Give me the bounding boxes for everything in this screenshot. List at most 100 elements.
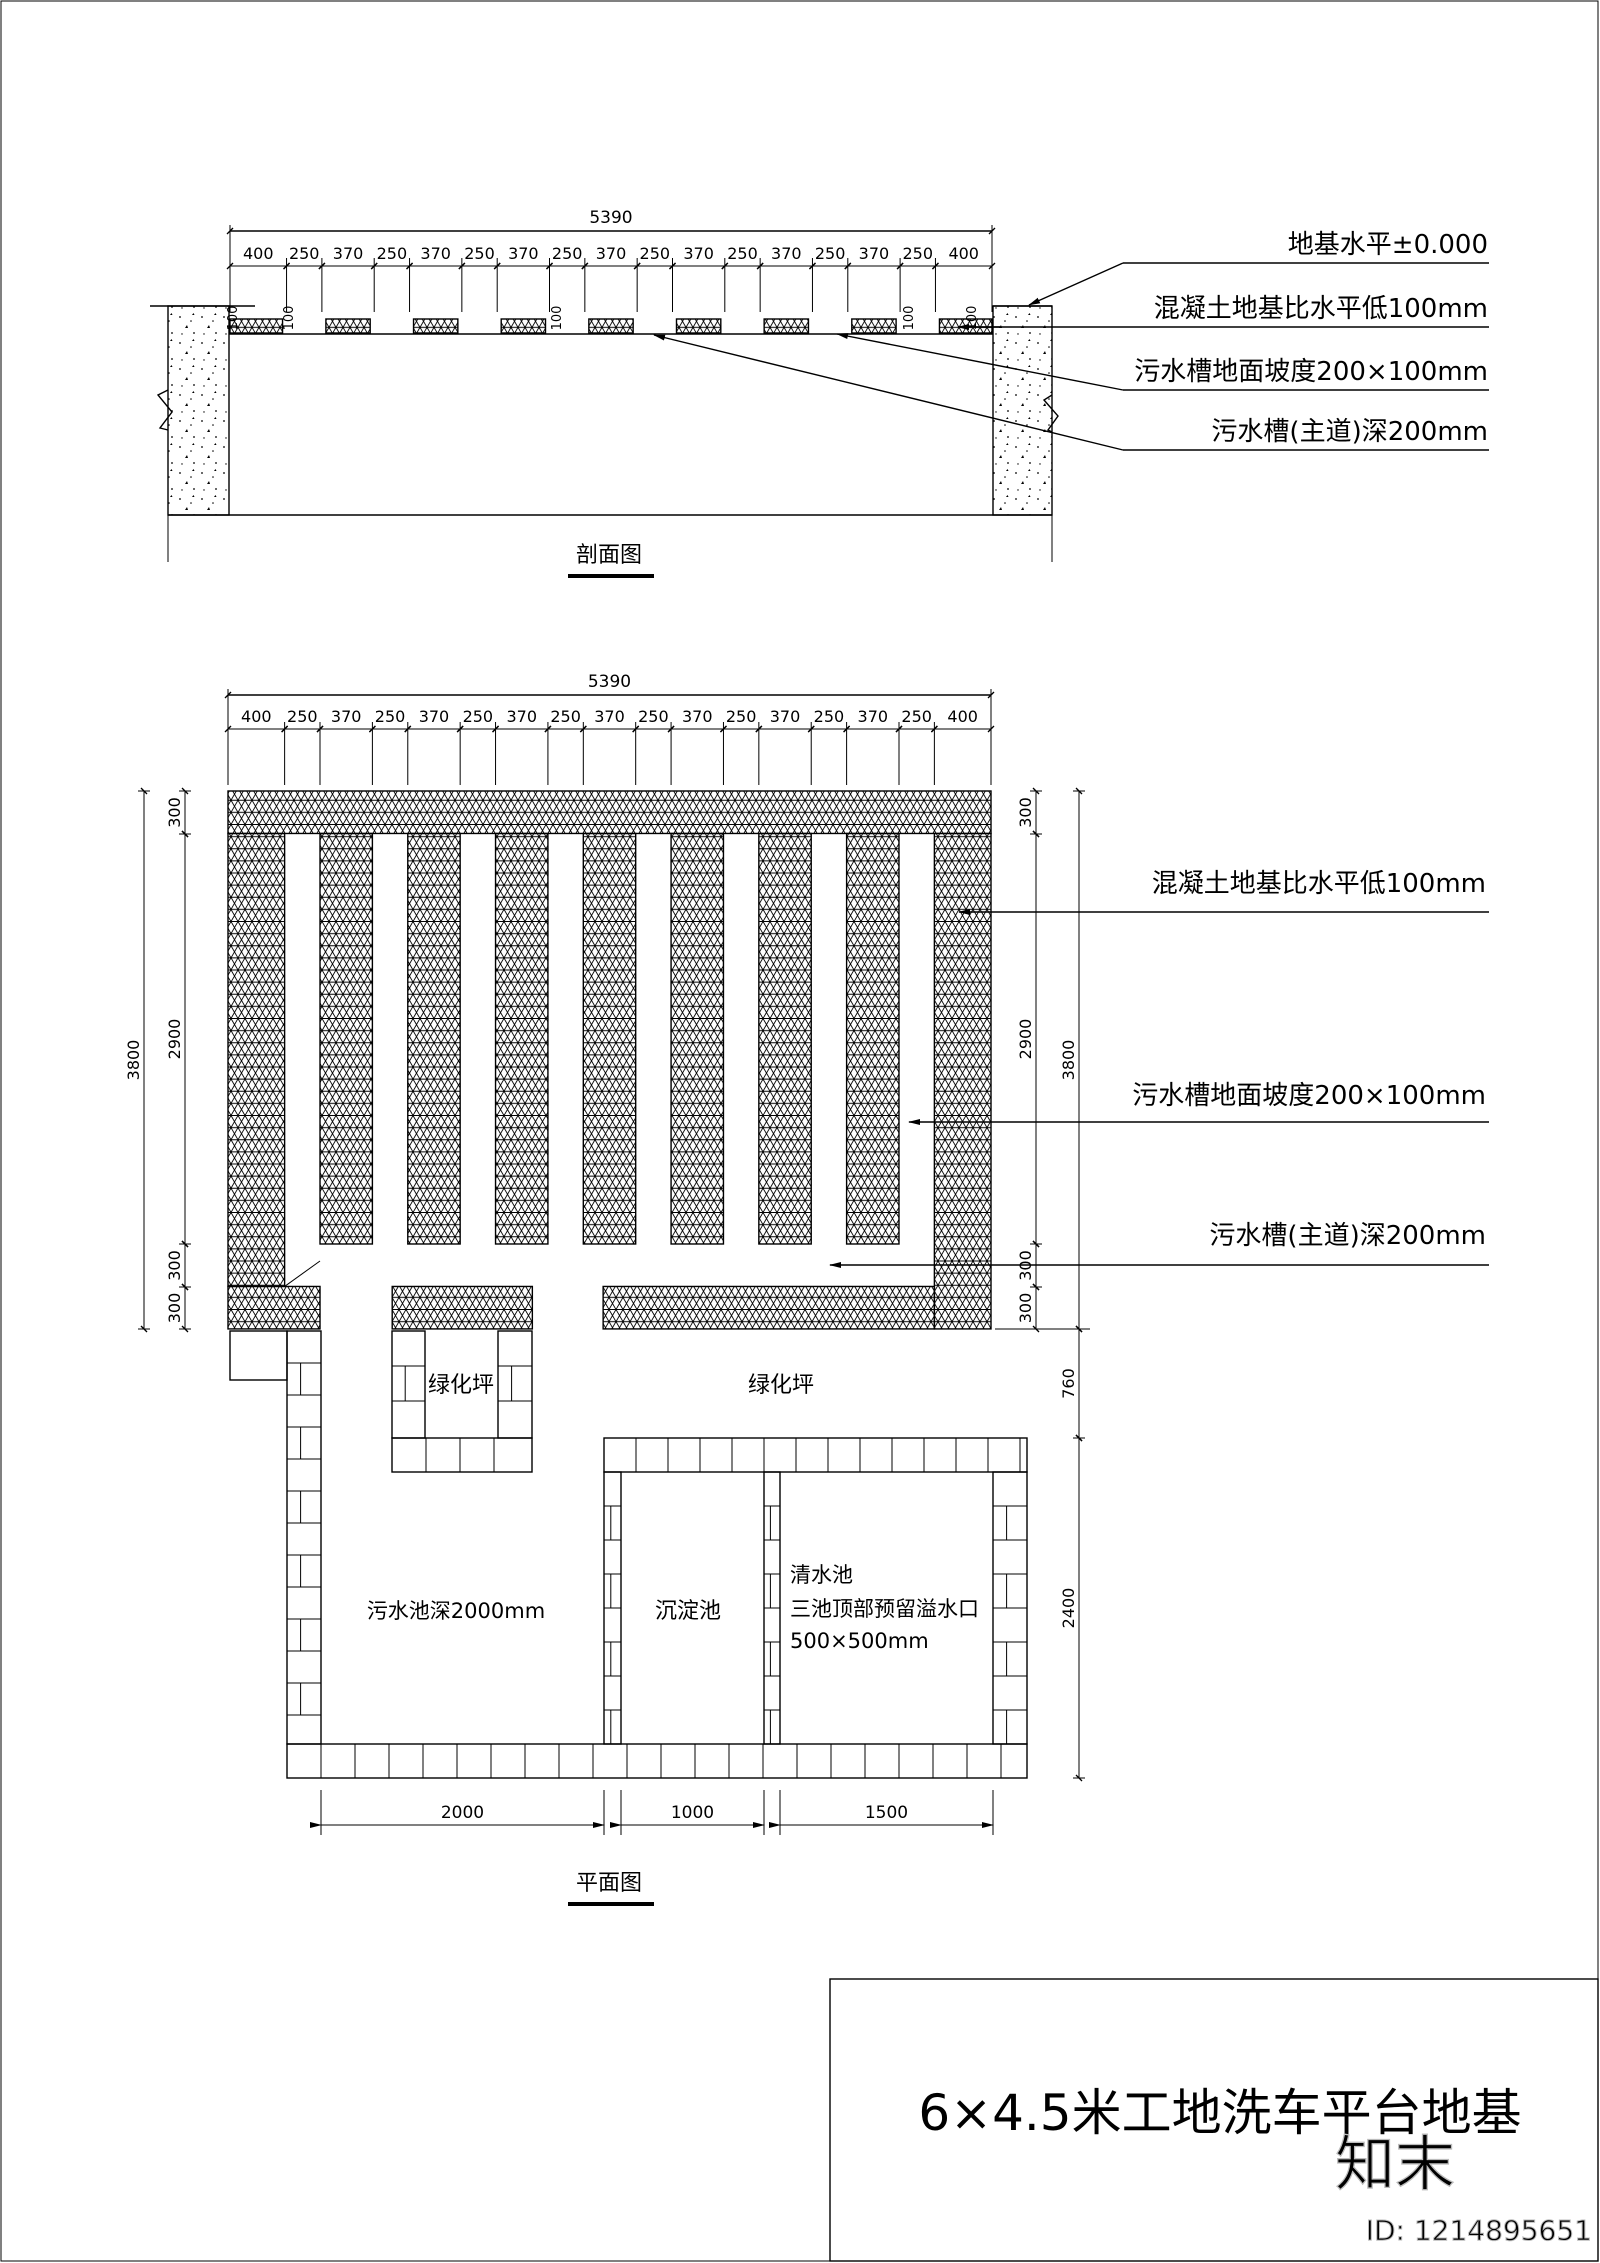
plan-segment-dim-text: 370 bbox=[419, 707, 450, 726]
plan-segment-dim-text: 250 bbox=[901, 707, 932, 726]
plan-right-pool-dim-text: 2400 bbox=[1059, 1588, 1078, 1629]
break-symbol-right bbox=[1042, 394, 1059, 433]
hatch-channel-strip bbox=[758, 832, 812, 1245]
plan-bottom-dim-text: 2000 bbox=[441, 1803, 484, 1823]
clear-pool-label: 500×500mm bbox=[790, 1629, 929, 1653]
section-view-label: 剖面图 bbox=[576, 543, 642, 568]
section-total-dim-text: 5390 bbox=[589, 208, 632, 228]
plan-segment-dim-text: 370 bbox=[594, 707, 625, 726]
section-segment-dim-text: 370 bbox=[333, 244, 364, 263]
plan-right-total-dim-text: 3800 bbox=[1059, 1040, 1078, 1081]
pool-left-wall bbox=[286, 1330, 322, 1745]
settling-pool-label: 沉淀池 bbox=[655, 1599, 721, 1624]
hatch-top-band bbox=[227, 790, 992, 835]
section-channel-block bbox=[763, 318, 810, 334]
plan-segment-dim-text: 400 bbox=[241, 707, 272, 726]
lawn-large-label: 绿化坪 bbox=[748, 1373, 814, 1398]
section-channel-block bbox=[229, 318, 284, 334]
section-small-dim-text: 100 bbox=[282, 306, 297, 331]
section-segment-dim-text: 370 bbox=[859, 244, 890, 263]
section-channel-block bbox=[851, 318, 897, 334]
plan-segment-dim-text: 250 bbox=[375, 707, 406, 726]
lawn-small-label: 绿化坪 bbox=[428, 1373, 494, 1398]
section-segment-dim-text: 250 bbox=[640, 244, 671, 263]
clear-pool-label: 三池顶部预留溢水口 bbox=[790, 1597, 979, 1621]
plan-view-label: 平面图 bbox=[576, 1871, 642, 1896]
plan-right-part-dim-text: 300 bbox=[1016, 797, 1035, 828]
section-annotation-text: 混凝土地基比水平低100mm bbox=[1154, 294, 1488, 324]
plan-segment-dim-text: 250 bbox=[814, 707, 845, 726]
plan-bottom-dim-text: 1000 bbox=[671, 1803, 714, 1823]
title-block bbox=[829, 1978, 1599, 2262]
sewage-pool-label: 污水池深2000mm bbox=[367, 1599, 545, 1623]
plan-total-dim-text: 5390 bbox=[588, 672, 631, 692]
section-annotation-text: 污水槽(主道)深200mm bbox=[1211, 417, 1488, 447]
left-step-box bbox=[229, 1330, 288, 1381]
watermark-logo: 知末 bbox=[1335, 2130, 1455, 2200]
section-segment-dim-text: 370 bbox=[683, 244, 714, 263]
hatch-channel-strip bbox=[319, 832, 374, 1245]
section-segment-dim-text: 250 bbox=[903, 244, 934, 263]
break-symbol-left bbox=[156, 389, 173, 431]
plan-right-lawn-dim-text: 760 bbox=[1059, 1368, 1078, 1399]
generated-geometry: 5390 400 250 370 250 370 250 370 250 370 250 370 250… bbox=[124, 208, 1489, 1835]
plan-segment-dim-text: 250 bbox=[463, 707, 494, 726]
hatch-bottom-left bbox=[227, 1285, 321, 1330]
plan-segment-dim-text: 370 bbox=[858, 707, 889, 726]
section-annotation-leader bbox=[653, 334, 1124, 451]
section-segment-dim-text: 370 bbox=[420, 244, 451, 263]
hatch-channel-strip bbox=[582, 832, 637, 1245]
pool-bottom-wall bbox=[286, 1743, 1028, 1779]
plan-annotation-text: 污水槽地面坡度200×100mm bbox=[1132, 1081, 1486, 1111]
hatch-bottom-right bbox=[602, 1285, 936, 1330]
section-annotation-leader bbox=[1028, 262, 1124, 306]
section-annotation-text: 污水槽地面坡度200×100mm bbox=[1134, 357, 1488, 387]
plan-left-part-dim-text: 300 bbox=[165, 797, 184, 828]
section-segment-dim-text: 370 bbox=[596, 244, 627, 263]
section-segment-dim-text: 250 bbox=[815, 244, 846, 263]
plan-segment-dim-text: 250 bbox=[726, 707, 757, 726]
lawn-bottom-wall bbox=[391, 1437, 533, 1473]
hatch-right-column bbox=[933, 832, 992, 1330]
plan-bottom-dim-text: 1500 bbox=[865, 1803, 908, 1823]
section-segment-dim-text: 250 bbox=[289, 244, 320, 263]
plan-segment-dim-text: 370 bbox=[331, 707, 362, 726]
lawn-right-wall bbox=[497, 1330, 533, 1439]
drawing-title: 6×4.5米工地洗车平台地基 bbox=[918, 2084, 1521, 2142]
plan-right-part-dim-text: 300 bbox=[1016, 1293, 1035, 1324]
section-channel-block bbox=[412, 318, 459, 334]
section-small-dim-text: 100 bbox=[902, 306, 917, 331]
section-channel-block bbox=[675, 318, 722, 334]
plan-annotation-text: 混凝土地基比水平低100mm bbox=[1152, 869, 1486, 899]
plan-left-part-dim-text: 300 bbox=[165, 1293, 184, 1324]
section-segment-dim-text: 250 bbox=[552, 244, 583, 263]
section-annotation-text: 地基水平±0.000 bbox=[1288, 230, 1488, 260]
watermark-id: ID: 1214895651 bbox=[1366, 2214, 1592, 2247]
plan-segment-dim-text: 400 bbox=[947, 707, 978, 726]
section-segment-dim-text: 250 bbox=[727, 244, 758, 263]
section-segment-dim-text: 400 bbox=[948, 244, 979, 263]
hatch-channel-strip bbox=[494, 832, 549, 1245]
section-small-dim-text: 100 bbox=[226, 306, 241, 331]
lawn-left-wall bbox=[391, 1330, 426, 1439]
plan-right-part-dim-text: 2900 bbox=[1016, 1019, 1035, 1060]
hatch-slope-line bbox=[284, 1260, 321, 1287]
section-segment-dim-text: 250 bbox=[377, 244, 408, 263]
plan-segment-dim-text: 250 bbox=[550, 707, 581, 726]
right-concrete-wall bbox=[992, 305, 1053, 516]
plan-segment-dim-text: 370 bbox=[770, 707, 801, 726]
section-small-dim-text: 100 bbox=[550, 306, 565, 331]
section-channel-block bbox=[588, 318, 634, 334]
hatch-channel-strip bbox=[407, 832, 461, 1245]
hatch-channel-strip bbox=[670, 832, 725, 1245]
tank-top-wall bbox=[603, 1437, 1028, 1473]
section-channel-block bbox=[325, 318, 371, 334]
plan-segment-dim-text: 370 bbox=[506, 707, 537, 726]
section-segment-dim-text: 400 bbox=[243, 244, 274, 263]
section-segment-dim-text: 370 bbox=[771, 244, 802, 263]
hatch-channel-strip bbox=[845, 832, 900, 1245]
hatch-bottom-middle bbox=[391, 1285, 534, 1330]
